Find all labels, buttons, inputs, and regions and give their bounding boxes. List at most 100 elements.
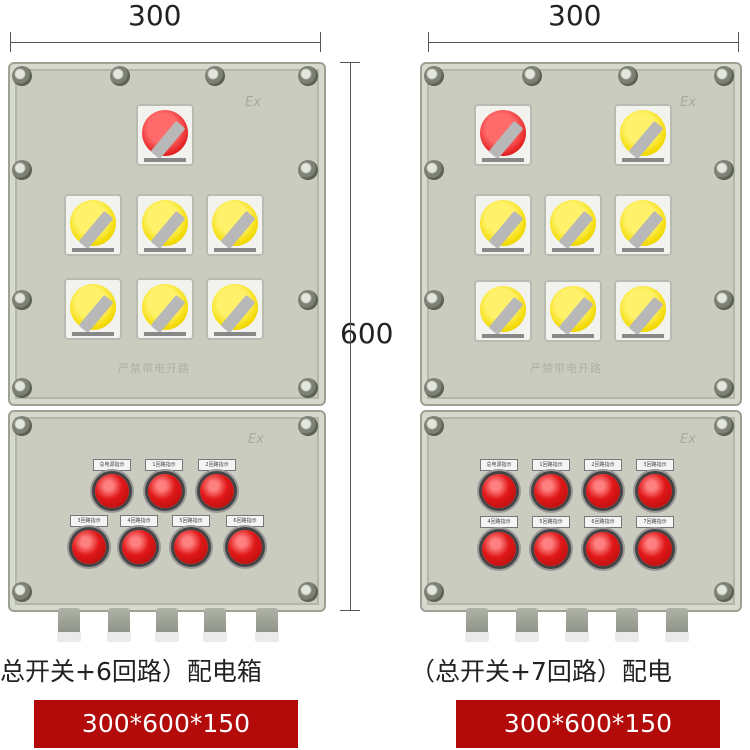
bolt-icon	[12, 66, 32, 86]
circuit-switch[interactable]	[64, 278, 122, 340]
cable-gland	[565, 608, 589, 642]
yellow-knob-icon	[70, 200, 116, 250]
bolt-icon	[298, 290, 318, 310]
bolt-icon	[714, 66, 734, 86]
bolt-icon	[424, 416, 444, 436]
bolt-icon	[714, 378, 734, 398]
yellow-knob-icon	[620, 286, 666, 336]
yellow-knob-icon	[70, 284, 116, 334]
indicator-lamp	[174, 530, 208, 564]
lamp-plate: 4回路指示	[480, 516, 518, 528]
circuit-switch[interactable]	[64, 194, 122, 256]
yellow-knob-icon	[480, 200, 526, 250]
main-switch[interactable]	[136, 104, 194, 166]
right-width-tick-l	[428, 32, 429, 52]
bolt-icon	[12, 160, 32, 180]
bolt-icon	[424, 160, 444, 180]
cable-gland	[107, 608, 131, 642]
lamp-plate: 总电源指示	[93, 459, 131, 471]
red-knob-icon	[142, 110, 188, 160]
circuit-switch[interactable]	[206, 194, 264, 256]
bolt-icon	[522, 66, 542, 86]
lamp-plate: 6回路指示	[584, 516, 622, 528]
yellow-knob-icon	[620, 110, 666, 160]
bolt-icon	[714, 582, 734, 602]
circuit-switch[interactable]	[544, 280, 602, 342]
circuit-switch[interactable]	[544, 194, 602, 256]
right-width-tick-r	[738, 32, 739, 52]
circuit-switch[interactable]	[614, 280, 672, 342]
lamp-plate: 总电源指示	[480, 459, 518, 471]
circuit-switch[interactable]	[206, 278, 264, 340]
lamp-plate: 1回路指示	[532, 459, 570, 471]
left-caption: 总开关+6回路）配电箱	[0, 657, 262, 686]
left-width-tick-r	[320, 32, 321, 52]
left-width-tick-l	[10, 32, 11, 52]
right-size-tag: 300*600*150	[456, 700, 720, 748]
bolt-icon	[424, 290, 444, 310]
cable-gland	[57, 608, 81, 642]
indicator-lamp	[638, 474, 672, 508]
bolt-icon	[298, 582, 318, 602]
embossed-warning: 严禁带电开路	[118, 362, 190, 375]
height-line	[350, 62, 351, 610]
bolt-icon	[12, 416, 32, 436]
circuit-switch[interactable]	[136, 194, 194, 256]
main-switch[interactable]	[474, 104, 532, 166]
height-dimension: 600	[340, 317, 394, 350]
right-width-dimension: 300	[548, 0, 602, 32]
cable-gland	[155, 608, 179, 642]
circuit-switch[interactable]	[474, 194, 532, 256]
bolt-icon	[298, 66, 318, 86]
cable-gland	[515, 608, 539, 642]
indicator-lamp	[638, 532, 672, 566]
lamp-plate: 3回路指示	[70, 515, 108, 527]
bolt-icon	[424, 582, 444, 602]
bolt-icon	[12, 378, 32, 398]
left-width-dimension: 300	[128, 0, 182, 32]
lamp-plate: 2回路指示	[198, 459, 236, 471]
cable-gland	[255, 608, 279, 642]
circuit-switch[interactable]	[614, 194, 672, 256]
indicator-lamp	[148, 474, 182, 508]
bolt-icon	[298, 160, 318, 180]
bolt-icon	[714, 290, 734, 310]
yellow-knob-icon	[550, 200, 596, 250]
ex-mark: Ex	[680, 432, 696, 447]
lamp-plate: 3回路指示	[636, 459, 674, 471]
indicator-lamp	[586, 532, 620, 566]
right-caption: （总开关+7回路）配电	[410, 657, 672, 686]
lamp-plate: 7回路指示	[636, 516, 674, 528]
circuit-switch[interactable]	[614, 104, 672, 166]
yellow-knob-icon	[142, 200, 188, 250]
yellow-knob-icon	[620, 200, 666, 250]
lamp-plate: 4回路指示	[120, 515, 158, 527]
left-width-line	[10, 42, 320, 43]
indicator-lamp	[122, 530, 156, 564]
yellow-knob-icon	[212, 200, 258, 250]
left-size-tag: 300*600*150	[34, 700, 298, 748]
ex-mark: Ex	[248, 432, 264, 447]
indicator-lamp	[95, 474, 129, 508]
indicator-lamp	[534, 474, 568, 508]
indicator-lamp	[200, 474, 234, 508]
indicator-lamp	[534, 532, 568, 566]
cable-gland	[465, 608, 489, 642]
lamp-plate: 2回路指示	[584, 459, 622, 471]
red-knob-icon	[480, 110, 526, 160]
bolt-icon	[12, 582, 32, 602]
yellow-knob-icon	[550, 286, 596, 336]
yellow-knob-icon	[142, 284, 188, 334]
circuit-switch[interactable]	[474, 280, 532, 342]
indicator-lamp	[482, 474, 516, 508]
circuit-switch[interactable]	[136, 278, 194, 340]
bolt-icon	[714, 160, 734, 180]
cable-gland	[615, 608, 639, 642]
bolt-icon	[110, 66, 130, 86]
bolt-icon	[298, 378, 318, 398]
yellow-knob-icon	[212, 284, 258, 334]
bolt-icon	[12, 290, 32, 310]
cable-gland	[665, 608, 689, 642]
right-width-line	[428, 42, 738, 43]
indicator-lamp	[228, 530, 262, 564]
